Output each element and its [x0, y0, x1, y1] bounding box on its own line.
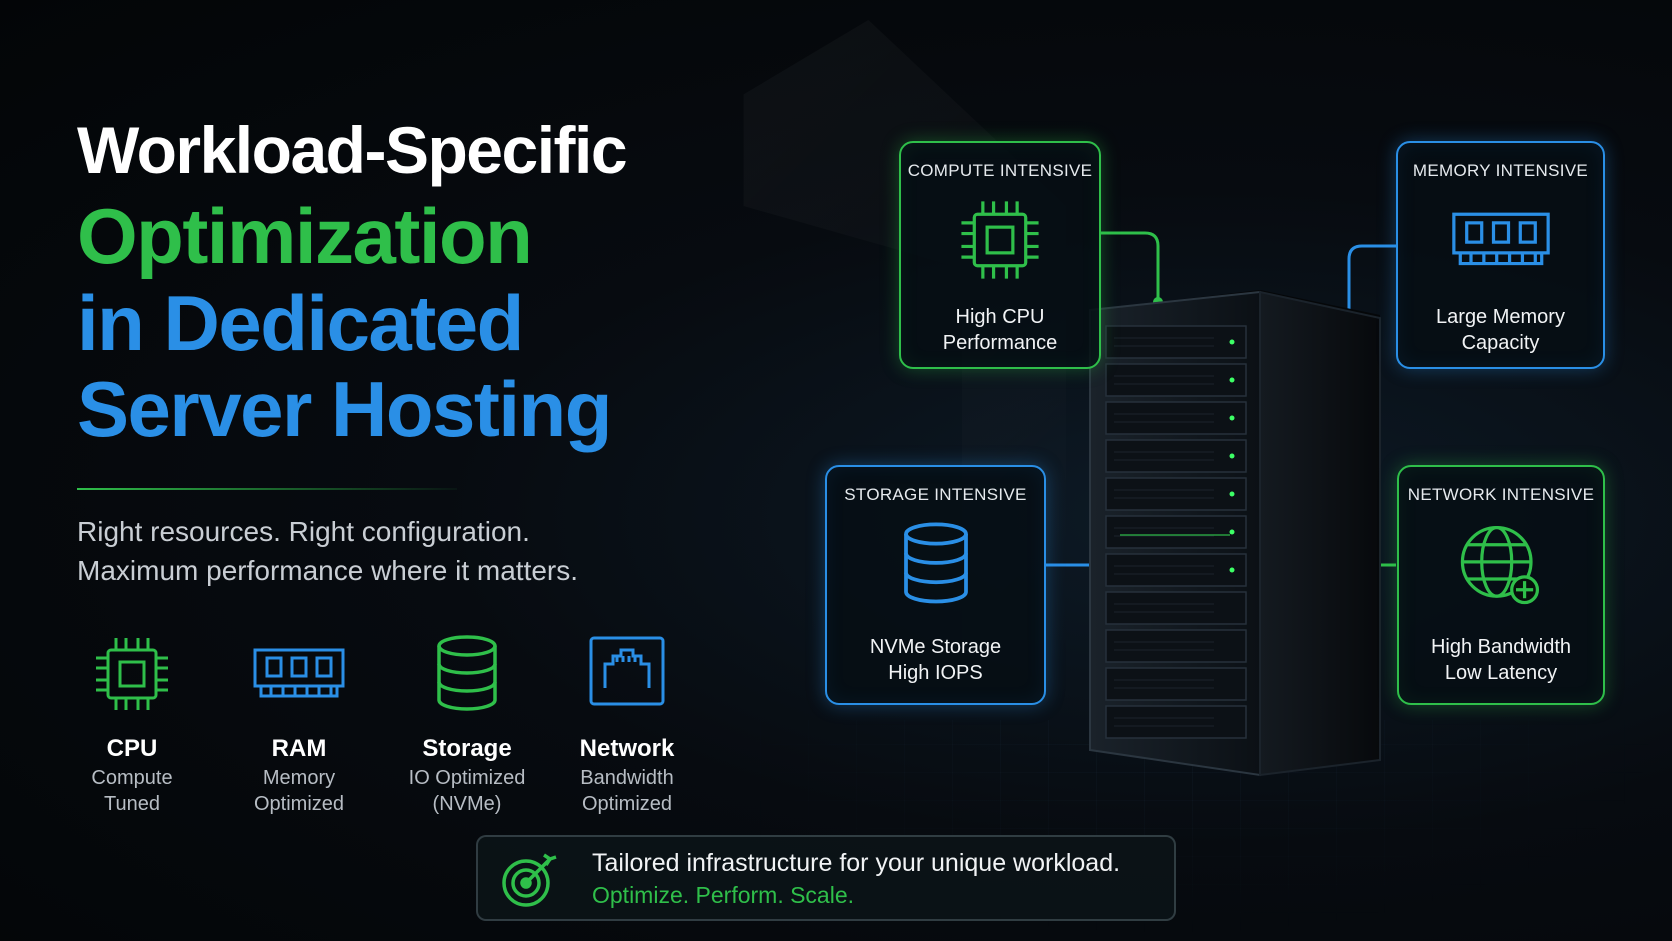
banner-line-2: Optimize. Perform. Scale. [592, 882, 855, 908]
card-line: Capacity [1461, 332, 1540, 354]
card-title: MEMORY INTENSIVE [1412, 161, 1589, 180]
feature-cpu: CPU Compute Tuned [57, 632, 207, 817]
bottom-banner: Tailored infrastructure for your unique … [476, 835, 1176, 921]
card-line: Large Memory [1436, 306, 1565, 328]
feature-desc: Optimized [253, 793, 345, 815]
feature-desc: IO Optimized [408, 767, 526, 789]
tagline: Right resources. Right configuration. Ma… [77, 512, 578, 590]
headline-line-3: in Dedicated [77, 279, 524, 367]
feature-name: RAM [271, 735, 327, 762]
headline-line-4: Server Hosting [77, 365, 612, 453]
network-port-icon [589, 636, 665, 706]
feature-desc: (NVMe) [432, 793, 502, 815]
server-rack [1089, 290, 1381, 777]
feature-desc: Memory [262, 767, 336, 789]
tagline-line-1: Right resources. Right configuration. [77, 516, 530, 547]
feature-desc: Compute [91, 767, 173, 789]
card-line: NVMe Storage [869, 636, 1002, 658]
feature-desc: Optimized [581, 793, 673, 815]
headline: Workload-Specific Optimization in Dedica… [77, 108, 628, 453]
tagline-line-2: Maximum performance where it matters. [77, 555, 579, 586]
feature-name: Network [579, 735, 675, 762]
feature-storage: Storage IO Optimized (NVMe) [392, 632, 542, 817]
target-arrow-icon [502, 853, 557, 907]
card-title: NETWORK INTENSIVE [1407, 485, 1595, 504]
ram-module-icon [1451, 212, 1550, 266]
card-memory-intensive: MEMORY INTENSIVE Large Memory Capacity [1396, 141, 1605, 369]
card-compute-intensive: COMPUTE INTENSIVE High CPU Performance [899, 141, 1101, 369]
headline-divider [77, 488, 457, 490]
feature-network: Network Bandwidth Optimized [552, 632, 702, 817]
feature-desc: Tuned [104, 793, 160, 815]
database-icon [437, 635, 497, 711]
card-line: High IOPS [888, 662, 983, 684]
banner-line-1: Tailored infrastructure for your unique … [592, 849, 1121, 877]
card-line: Performance [942, 332, 1058, 354]
feature-desc: Bandwidth [580, 767, 674, 789]
card-line: High Bandwidth [1430, 636, 1572, 658]
ram-module-icon [253, 648, 345, 698]
card-title: COMPUTE INTENSIVE [907, 161, 1093, 180]
card-line: High CPU [955, 306, 1045, 328]
feature-ram: RAM Memory Optimized [224, 632, 374, 817]
feature-name: Storage [422, 735, 512, 762]
headline-line-1: Workload-Specific [77, 113, 628, 187]
feature-name: CPU [106, 735, 158, 762]
database-icon [903, 522, 968, 604]
headline-line-2: Optimization [77, 192, 533, 280]
cpu-chip-icon [961, 201, 1039, 279]
card-title: STORAGE INTENSIVE [844, 485, 1027, 504]
cpu-chip-icon [96, 638, 168, 710]
card-line: Low Latency [1444, 662, 1558, 684]
card-network-intensive: NETWORK INTENSIVE High Bandwidth Low Lat… [1397, 465, 1605, 705]
globe-plus-icon [1460, 525, 1540, 605]
card-storage-intensive: STORAGE INTENSIVE NVMe Storage High IOPS [825, 465, 1046, 705]
